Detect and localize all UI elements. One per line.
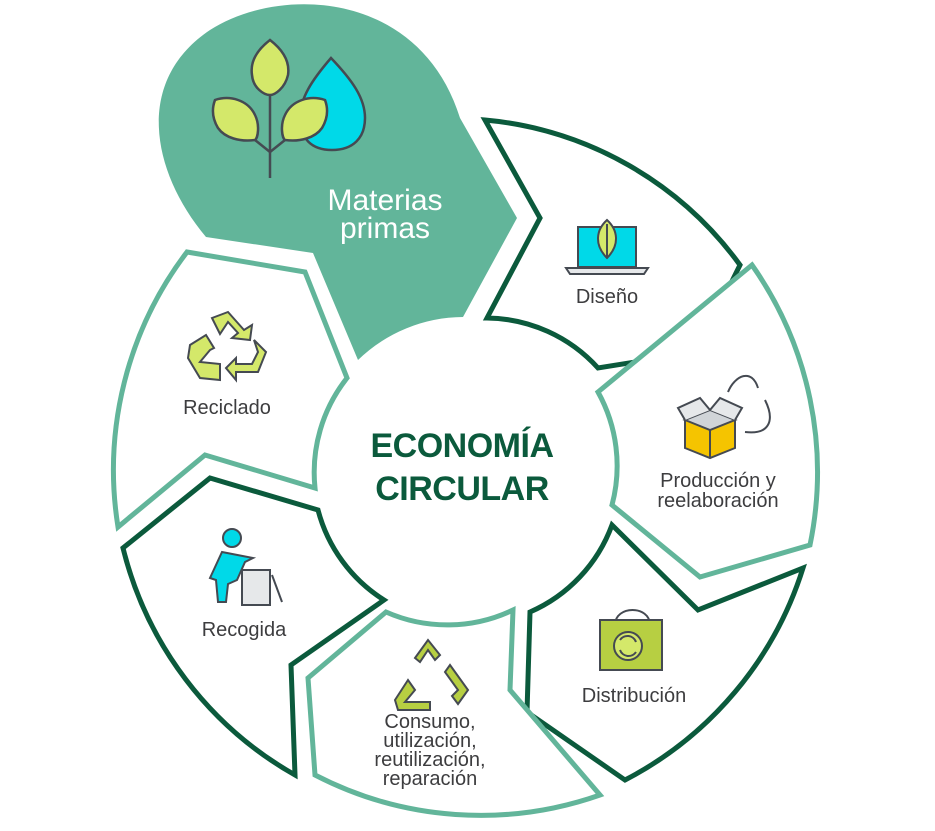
label-reciclado: Reciclado	[183, 398, 271, 418]
center-title: ECONOMÍA CIRCULAR	[370, 425, 555, 511]
label-diseno: Diseño	[576, 287, 638, 307]
segment-materias-primas	[158, 4, 517, 360]
label-line: reelaboración	[657, 490, 779, 512]
laptop-leaf-icon	[564, 218, 650, 275]
label-consumo: Consumo, utilización, reutilización, rep…	[374, 711, 486, 790]
label-line: Diseño	[575, 286, 639, 308]
label-distribucion: Distribución	[582, 686, 686, 706]
label-line: Producción y	[660, 470, 776, 492]
label-line: Materias	[327, 184, 443, 217]
recycle-arrows-icon	[393, 638, 470, 711]
label-line: reparación	[382, 768, 478, 790]
label-line: Recogida	[201, 619, 287, 641]
label-line: Consumo,	[384, 711, 476, 733]
person-trash-bin-icon	[208, 528, 283, 606]
label-materias-primas: Materias primas	[327, 184, 443, 245]
label-line: Distribución	[581, 685, 687, 707]
label-line: reutilización,	[374, 749, 486, 771]
segment-recogida	[120, 475, 389, 780]
label-line: utilización,	[383, 730, 477, 752]
label-line: primas	[339, 212, 431, 245]
label-recogida: Recogida	[202, 620, 287, 640]
shopping-bag-recycle-icon	[599, 609, 663, 671]
box-cycle-icon	[676, 374, 771, 460]
segment-distribucion	[524, 520, 807, 783]
recycle-icon	[186, 310, 268, 383]
segment-reciclado	[110, 249, 350, 532]
center-title-line1: ECONOMÍA	[370, 427, 555, 465]
label-produccion: Producción y reelaboración	[657, 471, 778, 511]
label-line: Reciclado	[183, 397, 271, 419]
plant-water-drop-icon	[211, 38, 367, 178]
segment-consumo	[305, 605, 605, 818]
center-title-line2: CIRCULAR	[375, 470, 549, 508]
